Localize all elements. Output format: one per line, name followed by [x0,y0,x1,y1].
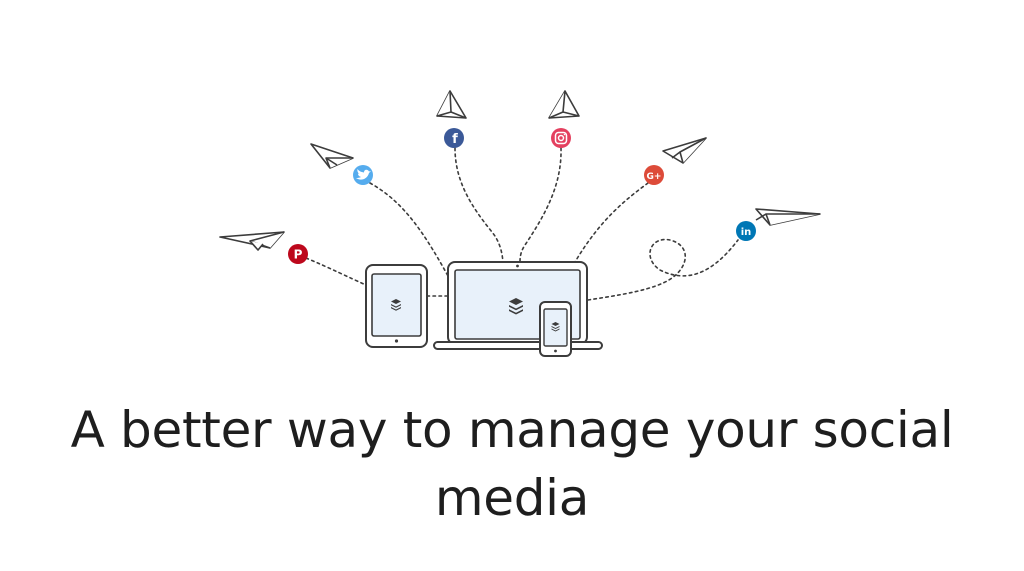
twitter-icon [353,165,373,185]
layers-logo-icon [551,322,560,332]
laptop-device [433,261,603,350]
hero-illustration: P f G+ in [219,90,821,357]
headline: A better way to manage your social media [70,401,954,527]
svg-text:f: f [452,132,458,147]
layers-logo-icon [391,299,401,311]
paper-plane-pinterest [219,231,285,251]
paper-plane-linkedin [755,208,821,226]
facebook-icon: f [444,128,464,148]
paper-plane-googleplus [662,137,707,164]
google-plus-icon: G+ [644,165,664,185]
instagram-icon [551,128,571,148]
layers-logo-icon [509,298,523,315]
svg-text:in: in [741,227,752,238]
path-facebook [454,147,504,263]
pinterest-icon: P [288,244,308,264]
paper-plane-facebook [436,90,467,119]
path-pinterest [305,257,367,286]
devices [365,261,603,357]
path-linkedin [587,238,739,301]
path-twitter [369,182,449,277]
tablet-device [365,264,428,348]
paper-planes [219,90,821,251]
paper-plane-instagram [548,90,580,119]
paper-plane-twitter [310,143,354,169]
linkedin-icon: in [736,221,756,241]
svg-text:P: P [294,248,303,262]
connection-paths [305,147,739,301]
svg-text:G+: G+ [647,172,662,182]
phone-device [539,301,572,357]
path-instagram [519,147,562,263]
social-badges: P f G+ in [288,128,756,264]
path-googleplus [574,182,649,263]
